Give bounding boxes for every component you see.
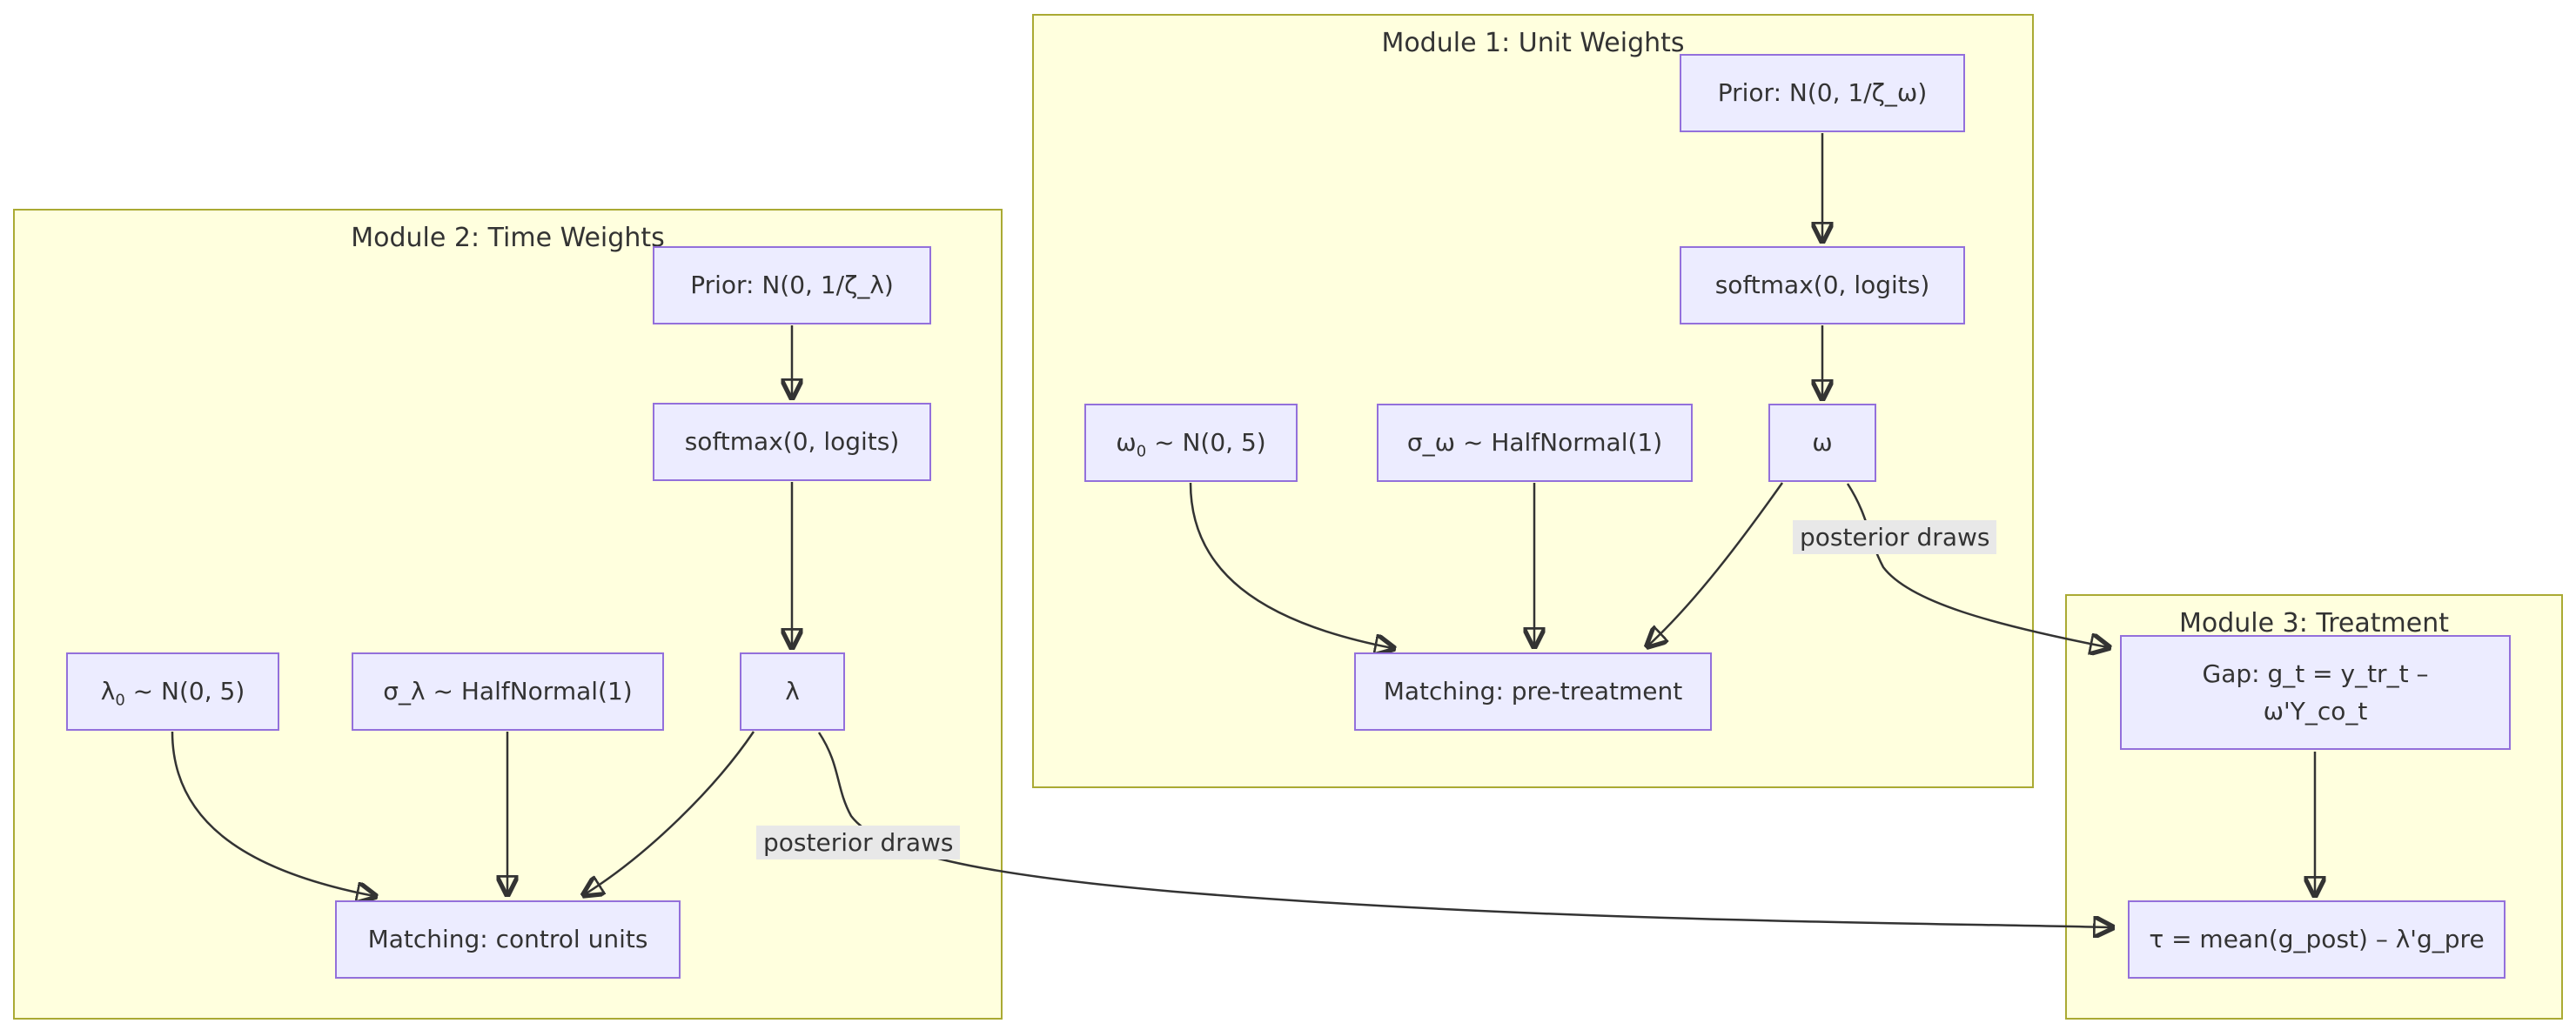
node-sigma-lambda: σ_λ ~ HalfNormal(1) <box>352 652 664 731</box>
module-1-title: Module 1: Unit Weights <box>1381 28 1685 58</box>
node-prior-omega: Prior: N(0, 1/ζ_ω) <box>1680 54 1965 132</box>
module-3-title: Module 3: Treatment <box>2178 608 2449 639</box>
node-matching-pretreatment: Matching: pre-treatment <box>1354 652 1712 731</box>
edge-omega0-matching1 <box>1189 482 1392 648</box>
node-lambda: λ <box>740 652 845 731</box>
node-omega: ω <box>1768 404 1876 482</box>
module-2-title: Module 2: Time Weights <box>351 223 665 253</box>
node-gap: Gap: g_t = y_tr_t –ω'Y_co_t <box>2120 635 2511 750</box>
edge-label-posterior-draws-omega: posterior draws <box>1793 520 1997 554</box>
edge-lambda-matching2 <box>585 731 755 894</box>
node-lambda0: λ0 ~ N(0, 5) <box>66 652 279 731</box>
node-sigma-omega: σ_ω ~ HalfNormal(1) <box>1377 404 1693 482</box>
edge-omega-gap <box>1846 483 2108 647</box>
node-softmax-omega: softmax(0, logits) <box>1680 246 1965 324</box>
edge-lambda-tau <box>817 732 2111 927</box>
node-matching-control-units: Matching: control units <box>335 900 681 979</box>
node-prior-lambda: Prior: N(0, 1/ζ_λ) <box>653 246 931 324</box>
node-softmax-lambda: softmax(0, logits) <box>653 403 931 481</box>
edge-label-posterior-draws-lambda: posterior draws <box>756 826 961 859</box>
node-tau: τ = mean(g_post) – λ'g_pre <box>2128 900 2506 979</box>
node-omega0: ω0 ~ N(0, 5) <box>1084 404 1298 482</box>
edge-lambda0-matching2 <box>171 731 374 896</box>
edge-omega-matching1 <box>1648 482 1784 645</box>
